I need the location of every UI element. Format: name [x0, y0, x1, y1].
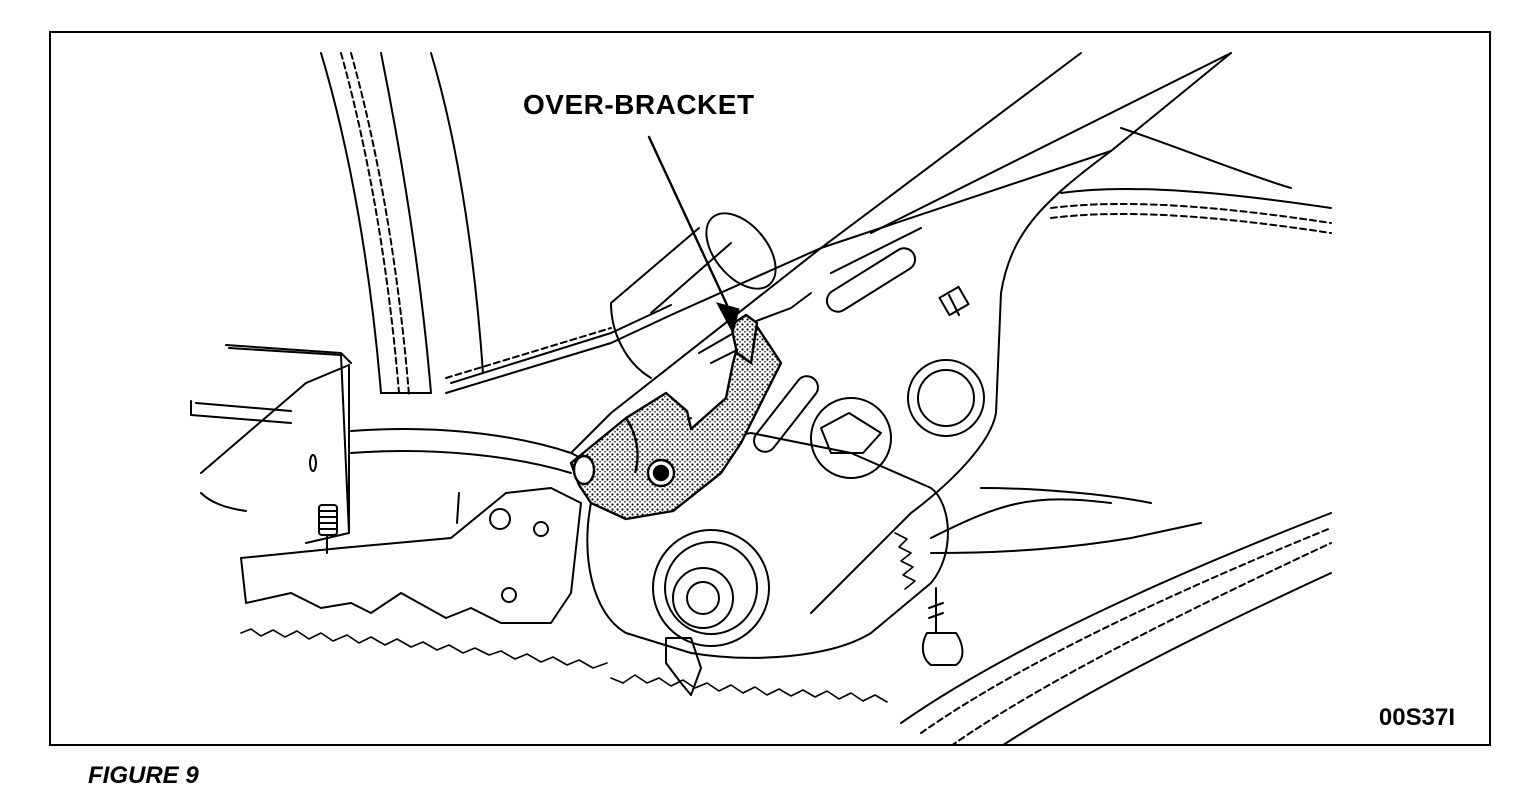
seat-mechanism-line-drawing [190, 52, 1332, 744]
latch-tooth [665, 637, 702, 696]
recliner-arm [570, 52, 1232, 614]
left-frame [190, 344, 352, 544]
callout-label: OVER-BRACKET [523, 89, 755, 120]
drawing-code: 00S37I [1378, 704, 1455, 731]
right-lower-trim [900, 487, 1332, 744]
seat-back-outline [320, 52, 484, 396]
figure-frame: OVER-BRACKET 00S37I [49, 31, 1491, 746]
figure-caption: FIGURE 9 [88, 762, 199, 789]
base-bracket [240, 487, 582, 624]
plate-holes [810, 359, 985, 479]
seat-cushion-edge [350, 127, 1332, 474]
over-bracket [569, 313, 783, 521]
callout-arrow [647, 135, 729, 307]
spring-pin [318, 504, 338, 554]
tube [610, 212, 777, 379]
floor-edge [240, 532, 916, 703]
callout-arrowhead [716, 302, 740, 335]
lower-right-bolt [921, 587, 964, 666]
